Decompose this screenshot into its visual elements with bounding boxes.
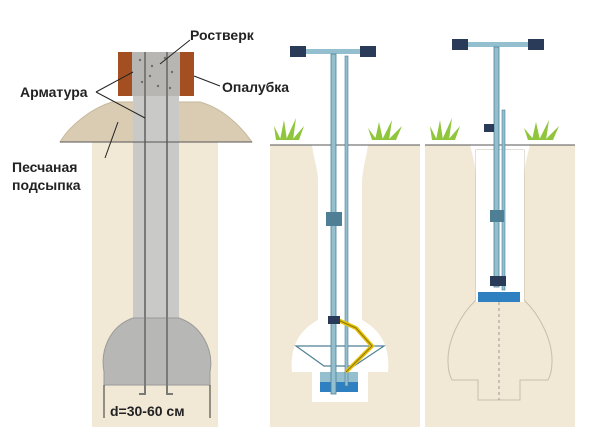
hole-middle — [270, 145, 420, 427]
auger-drill-icon — [290, 46, 376, 395]
grass-icon — [274, 118, 402, 140]
formwork-left — [118, 52, 132, 96]
rostverk-block — [132, 52, 180, 96]
label-pesok-1: Песчаная — [12, 159, 77, 175]
grass-icon — [430, 118, 559, 140]
label-pesok-2: подсыпка — [12, 177, 81, 193]
auger-drill-icon — [452, 39, 544, 291]
label-opalubka: Опалубка — [222, 79, 289, 95]
cavity-stage — [425, 39, 575, 427]
leader-lines — [95, 39, 221, 159]
label-armatura: Арматура — [20, 84, 88, 100]
rebar-icon — [139, 90, 173, 395]
label-rostverk: Ростверк — [190, 27, 255, 43]
soil-right — [425, 145, 575, 427]
formwork-right — [180, 52, 194, 96]
finished-pile: d=30-60 см — [59, 52, 253, 427]
pile-bulb — [102, 317, 212, 386]
water-right — [478, 292, 520, 302]
water-middle — [320, 382, 358, 392]
diameter-label: d=30-60 см — [110, 403, 185, 419]
diameter-dimension — [103, 385, 211, 418]
drilling-stage — [270, 46, 420, 427]
